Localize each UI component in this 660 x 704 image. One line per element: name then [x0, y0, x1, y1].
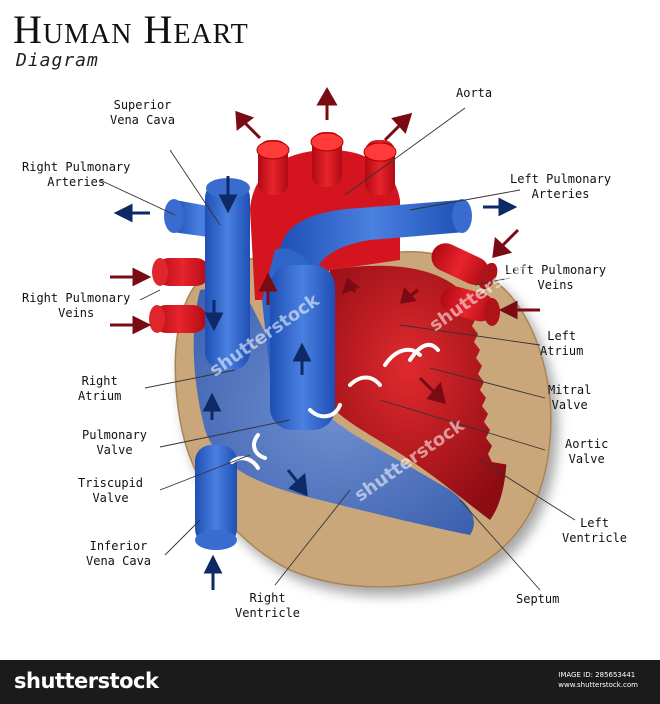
- left-ventricle-wall: [470, 310, 542, 470]
- left-pulmonary-veins: [431, 243, 500, 326]
- leader-lines: [99, 107, 576, 591]
- heart-diagram: [99, 86, 576, 591]
- page-subtitle: Diagram: [16, 50, 99, 71]
- pulmonary-artery: [262, 199, 472, 430]
- label-aorta: Aorta: [456, 86, 493, 100]
- right-chambers: [193, 285, 474, 535]
- valves: [230, 342, 440, 470]
- inferior-vena-cava: [195, 445, 237, 545]
- label-septum: Septum: [516, 592, 560, 606]
- left-chambers: [326, 265, 507, 520]
- right-pulmonary-veins: [149, 258, 210, 333]
- footer-brand: shutterstock: [14, 669, 159, 693]
- page-title: Human Heart: [13, 7, 249, 52]
- flow-arrows: [110, 86, 540, 590]
